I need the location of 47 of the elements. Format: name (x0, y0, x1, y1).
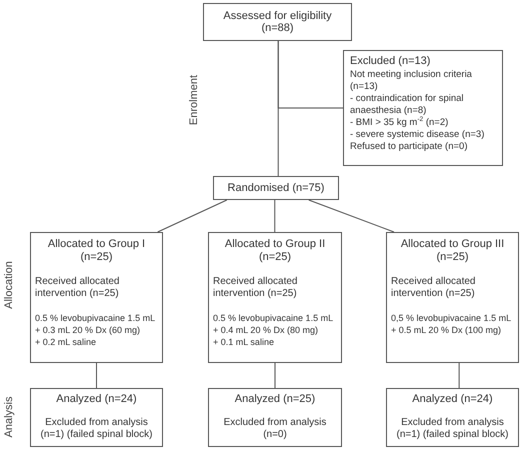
connector-line (96, 362, 97, 388)
stage-label: Allocation (3, 261, 15, 309)
heading-text: Randomised (n=75) (228, 182, 324, 194)
criteria-text: Refused to participate (n=0) (350, 140, 468, 152)
dose-text: + 0.2 mL saline (35, 336, 96, 348)
dose-text: 0.5 % levobupivacaine 1.5 mL (213, 312, 334, 324)
criteria-text: - severe systemic disease (n=3) (350, 128, 484, 140)
dose-text: + 0.4 mL 20 % Dx (80 mg) (213, 324, 318, 336)
body-text: Excluded from analysis (n=1) (failed spinal block) (40, 416, 154, 442)
heading-text: Analyzed (n=24) (412, 393, 493, 406)
dose-text: + 0.1 mL saline (213, 336, 274, 348)
heading-text: Allocated to Group III (n=25) (400, 238, 506, 263)
body-text: Excluded from analysis (n=0) (222, 416, 328, 442)
flow-box (213, 176, 339, 200)
heading-text: Excluded (n=13) (350, 55, 430, 68)
stage-label: Enrolment (188, 74, 200, 126)
criteria-text: - BMI > 35 kg m$^{-2}$ (n=2) (350, 116, 448, 128)
dose-text: + 0.5 mL 20 % Dx (100 mg) (391, 324, 501, 336)
flow-box (386, 388, 519, 447)
connector-line (458, 362, 460, 388)
connector-line (157, 200, 228, 232)
connector-line (274, 362, 276, 388)
body-text: Received allocated intervention (n=25) (35, 276, 120, 300)
heading-text: Analyzed (n=24) (56, 393, 137, 406)
heading-text: Analyzed (n=25) (234, 393, 316, 406)
flow-box (208, 388, 342, 447)
flow-box (208, 232, 342, 363)
body-text: Received allocated intervention (n=25) (213, 276, 298, 300)
criteria-text: - contraindication for spinal anaesthesia (n=8) (350, 92, 465, 116)
dose-text: 0,5 % levobupivacaine 1.5 mL (391, 312, 512, 324)
dose-text: 0.5 % levobupivacaine 1.5 mL (35, 312, 156, 324)
stage-label: Analysis (3, 396, 15, 438)
connector-line (308, 200, 394, 232)
dose-text: + 0.3 mL 20 % Dx (60 mg) (35, 324, 140, 336)
flow-box (343, 50, 503, 166)
heading-text: Assessed for eligibility (n=88) (222, 10, 333, 34)
body-text: Excluded from analysis (n=1) (failed spinal block) (396, 416, 510, 442)
flow-box (386, 232, 519, 363)
criteria-text: Not meeting inclusion criteria (n=13) (350, 68, 473, 92)
heading-text: Allocated to Group II (n=25) (224, 238, 326, 263)
connector-line (274, 200, 276, 232)
body-text: Received allocated intervention (n=25) (391, 276, 476, 300)
flow-box (30, 232, 163, 363)
flow-box (203, 3, 352, 41)
connector-line (278, 40, 279, 176)
heading-text: Allocated to Group I (n=25) (46, 238, 146, 263)
flow-box (30, 388, 163, 447)
